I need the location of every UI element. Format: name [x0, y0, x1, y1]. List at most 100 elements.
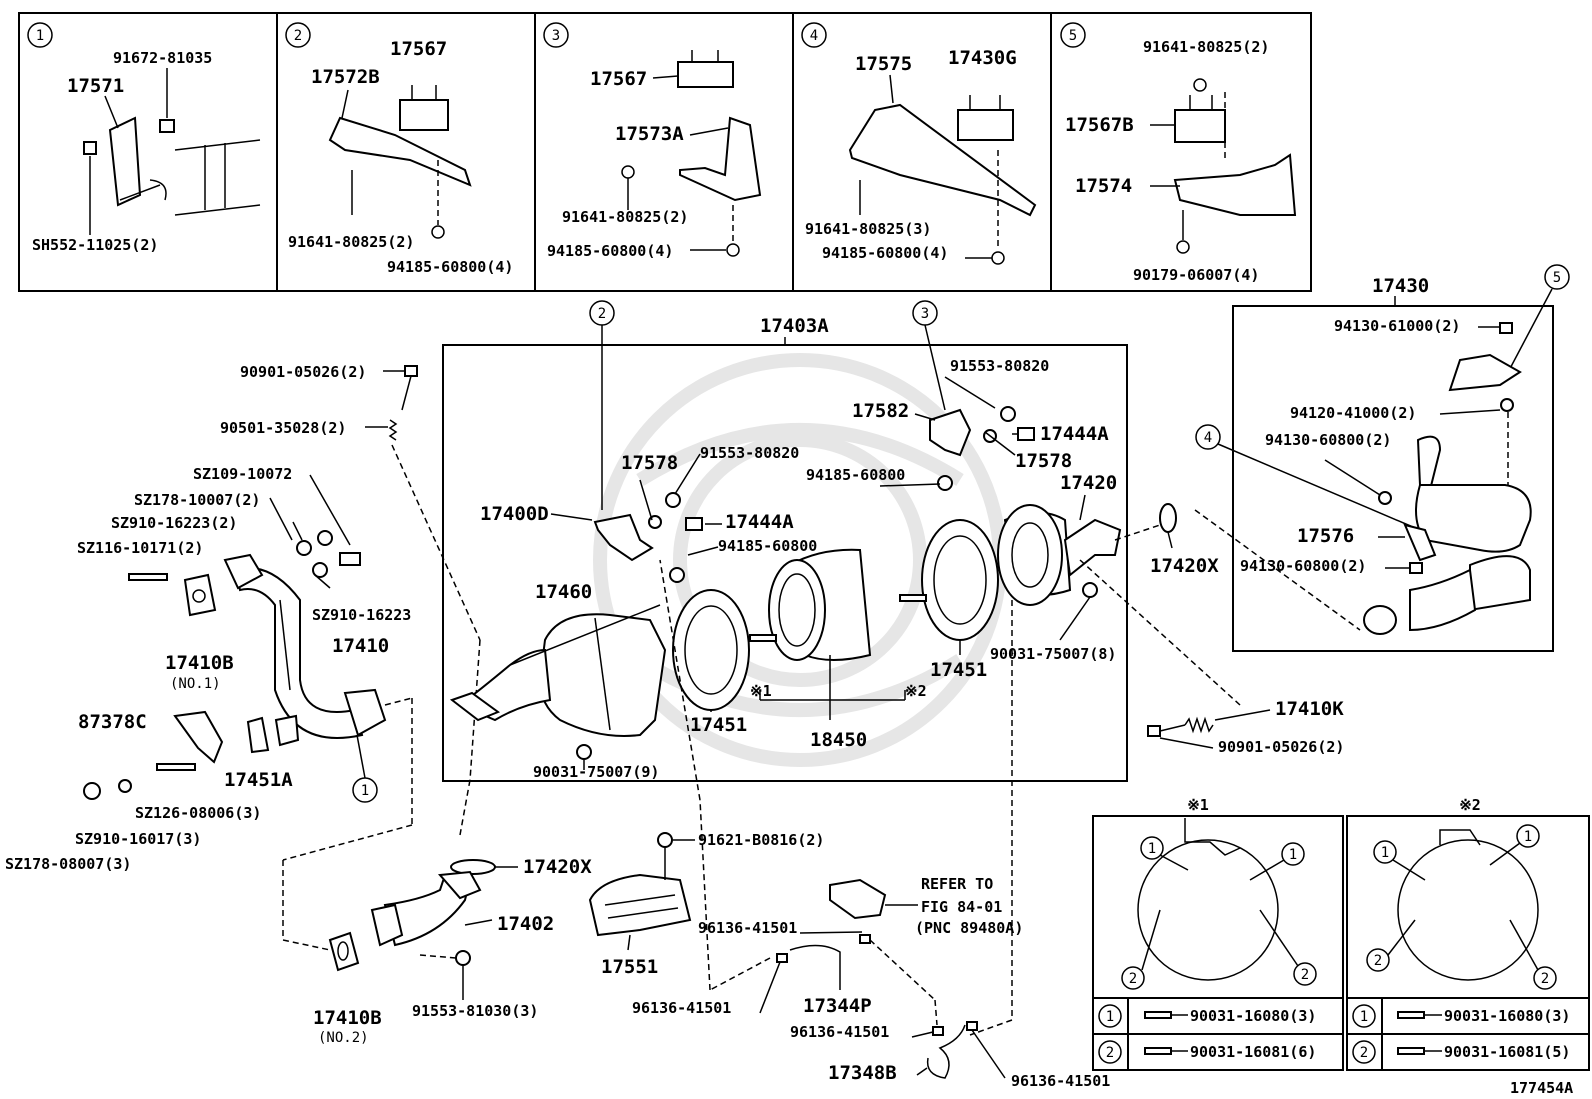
- gasket-table-1: ※1 1 1 2 2 1 90031-16080(3) 2 90031-1608…: [1092, 796, 1344, 1071]
- part-label: 17348B: [828, 1062, 897, 1084]
- refer-note: (PNC 89480A): [915, 919, 1023, 937]
- spring-bolt-17410K: 17410K 90901-05026(2): [1079, 559, 1344, 756]
- detail-boxes: 1 91672-81035 17571 SH552-11025(2) 2 175…: [18, 12, 1312, 292]
- part-label: 91641-80825(2): [1143, 38, 1269, 56]
- part-label: 17430G: [948, 47, 1017, 69]
- part-label: 94185-60800: [718, 537, 817, 555]
- part-label: 17582: [852, 400, 909, 422]
- part-label: 94185-60800(4): [547, 242, 673, 260]
- part-label: 17575: [855, 53, 912, 75]
- part-label: 90901-05026(2): [240, 363, 366, 381]
- part-label: 17444A: [1040, 423, 1109, 445]
- part-label: 90031-75007(8): [990, 645, 1116, 663]
- callout-number: 3: [921, 306, 929, 322]
- part-label: 17567B: [1065, 114, 1134, 136]
- part-label: 94130-61000(2): [1334, 317, 1460, 335]
- part-label: ※2: [905, 682, 927, 700]
- row-number: 2: [1360, 1045, 1368, 1061]
- part-label: 17578: [1015, 450, 1072, 472]
- callout-number: 1: [361, 783, 369, 799]
- part-label: 17576: [1297, 525, 1354, 547]
- part-label: 17567: [390, 38, 447, 60]
- part-label: 94130-60800(2): [1240, 557, 1366, 575]
- callout-number: 4: [810, 28, 818, 44]
- part-label: 17572B: [311, 66, 380, 88]
- part-label: 96136-41501: [698, 919, 797, 937]
- part-label: 17573A: [615, 123, 684, 145]
- gasket-17420X: [1159, 503, 1177, 549]
- part-label: 96136-41501: [632, 999, 731, 1017]
- part-label: 17444A: [725, 511, 794, 533]
- part-label: 17451A: [224, 769, 293, 791]
- part-label: 90501-35028(2): [220, 419, 346, 437]
- part-label: 17410K: [1275, 698, 1344, 720]
- row-part: 90031-16080(3): [1444, 1007, 1570, 1025]
- muffler-box: 17430 5 4 94130-61000(2) 94120-41000(2) …: [1194, 264, 1570, 652]
- figure-code: 177454A: [1510, 1079, 1573, 1097]
- part-label: SH552-11025(2): [32, 236, 158, 254]
- row-number: 1: [1106, 1009, 1114, 1025]
- part-label: 17567: [590, 68, 647, 90]
- part-label: 94185-60800: [806, 466, 905, 484]
- row-number: 2: [1106, 1045, 1114, 1061]
- svg-text:2: 2: [1541, 971, 1549, 987]
- detail-box-5: 5 91641-80825(2) 17567B 17574 90179-0600…: [1060, 22, 1297, 284]
- part-label: 96136-41501: [1011, 1072, 1110, 1090]
- part-label: 94120-41000(2): [1290, 404, 1416, 422]
- part-label: 17402: [497, 913, 554, 935]
- part-label: (NO.1): [170, 676, 221, 692]
- part-label: 90901-05026(2): [1218, 738, 1344, 756]
- svg-text:2: 2: [1374, 953, 1382, 969]
- part-label: 17410B: [313, 1007, 382, 1029]
- callout-number: 2: [294, 28, 302, 44]
- part-label: 91641-80825(2): [562, 208, 688, 226]
- part-label: 94185-60800(4): [822, 244, 948, 262]
- part-label: 94185-60800(4): [387, 258, 513, 276]
- table-title: ※2: [1459, 796, 1481, 814]
- refer-note: REFER TO: [921, 875, 993, 893]
- part-label: SZ910-16223(2): [111, 514, 237, 532]
- part-label: 90031-75007(9): [533, 763, 659, 781]
- part-label: 17451: [690, 714, 747, 736]
- part-label: 87378C: [78, 711, 147, 733]
- converter-assembly-box: 17403A 2 3 91553-80820 17582 17444A 9418…: [442, 300, 1219, 1036]
- svg-text:1: 1: [1148, 841, 1156, 857]
- table-title: ※1: [1187, 796, 1209, 814]
- part-label: 18450: [810, 729, 867, 751]
- callout-number: 1: [36, 28, 44, 44]
- part-label: 94130-60800(2): [1265, 431, 1391, 449]
- part-label: 17344P: [803, 995, 872, 1017]
- detail-box-4: 4 17575 17430G 91641-80825(3) 94185-6080…: [801, 22, 1037, 265]
- row-part: 90031-16081(6): [1190, 1043, 1316, 1061]
- part-label: 91672-81035: [113, 49, 212, 67]
- part-label: 17420X: [1150, 555, 1219, 577]
- part-label: 91553-81030(3): [412, 1002, 538, 1020]
- part-label: SZ109-10072: [193, 465, 292, 483]
- part-label: 91641-80825(2): [288, 233, 414, 251]
- part-label: SZ178-08007(3): [5, 855, 131, 873]
- part-label: SZ178-10007(2): [134, 491, 260, 509]
- callout-number: 4: [1204, 430, 1212, 446]
- part-label: 17574: [1075, 175, 1132, 197]
- part-label: 96136-41501: [790, 1023, 889, 1041]
- part-label: 17551: [601, 956, 658, 978]
- part-label: 17460: [535, 581, 592, 603]
- part-label: 17403A: [760, 315, 829, 337]
- callout-number: 5: [1069, 28, 1077, 44]
- part-label: 90179-06007(4): [1133, 266, 1259, 284]
- row-part: 90031-16081(5): [1444, 1043, 1570, 1061]
- part-label: SZ910-16223: [312, 606, 411, 624]
- part-label: 91641-80825(3): [805, 220, 931, 238]
- part-label: 17410B: [165, 652, 234, 674]
- part-label: 17571: [67, 75, 124, 97]
- part-label: ※1: [750, 682, 772, 700]
- row-part: 90031-16080(3): [1190, 1007, 1316, 1025]
- detail-box-3: 3 17567 17573A 91641-80825(2) 94185-6080…: [543, 22, 762, 260]
- callout-number: 2: [598, 306, 606, 322]
- svg-text:2: 2: [1129, 971, 1137, 987]
- part-label: 17400D: [480, 503, 549, 525]
- part-label: 17420: [1060, 472, 1117, 494]
- row-number: 1: [1360, 1009, 1368, 1025]
- svg-text:1: 1: [1381, 845, 1389, 861]
